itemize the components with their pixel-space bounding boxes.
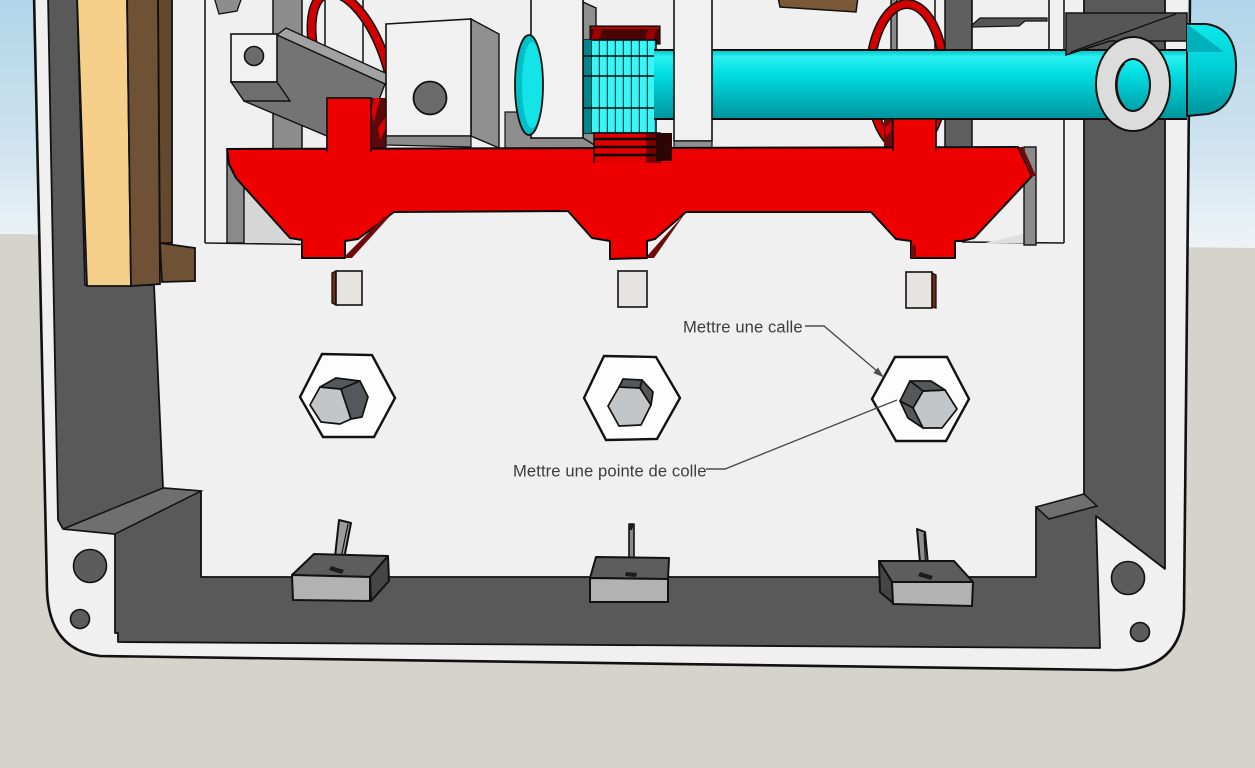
svg-text:Mettre une pointe de colle: Mettre une pointe de colle bbox=[513, 462, 707, 481]
svg-text:Mettre une calle: Mettre une calle bbox=[683, 318, 803, 337]
